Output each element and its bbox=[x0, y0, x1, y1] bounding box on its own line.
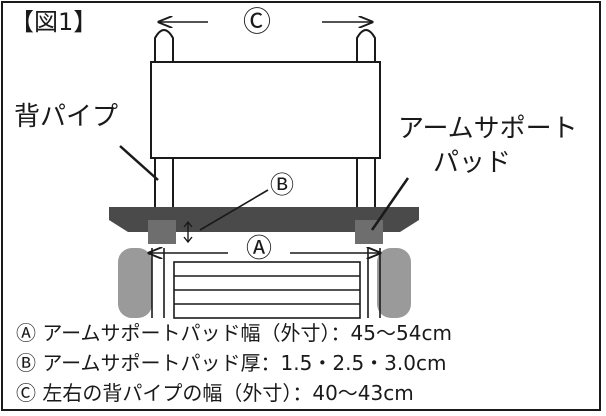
figure-border bbox=[1, 1, 601, 411]
dimension-legend: Ⓐ アームサポートパッド幅（外寸）：45〜54cm Ⓑ アームサポートパッド厚：… bbox=[16, 318, 452, 408]
marker-b: Ⓑ bbox=[270, 171, 294, 199]
arm-support-pad-label-line1: アームサポート bbox=[398, 114, 578, 144]
legend-item-b: Ⓑ アームサポートパッド厚：1.5・2.5・3.0cm bbox=[16, 351, 447, 375]
arm-support-pad-label-line2: パッド bbox=[433, 148, 512, 178]
back-pipe-label: 背パイプ bbox=[14, 102, 119, 132]
legend-item-c: Ⓒ 左右の背パイプの幅（外寸）：40〜43cm bbox=[16, 381, 414, 405]
marker-c: Ⓒ bbox=[243, 5, 272, 38]
armrest-support bbox=[109, 207, 419, 232]
b-leader bbox=[199, 189, 269, 231]
back-pipe-leader bbox=[119, 145, 159, 181]
backrest bbox=[150, 61, 381, 159]
legend-item-a: Ⓐ アームサポートパッド幅（外寸）：45〜54cm bbox=[16, 321, 452, 345]
right-rear-tire bbox=[377, 248, 411, 318]
figure-label: 【図1】 bbox=[10, 8, 98, 36]
right-arm-support-pad bbox=[355, 220, 383, 244]
pad-leader bbox=[370, 177, 410, 231]
marker-a: Ⓐ bbox=[246, 234, 273, 264]
dim-b-arrow bbox=[183, 220, 193, 244]
left-arm-support-pad bbox=[148, 220, 176, 244]
seat-frame bbox=[151, 248, 381, 319]
left-rear-tire bbox=[118, 248, 152, 318]
